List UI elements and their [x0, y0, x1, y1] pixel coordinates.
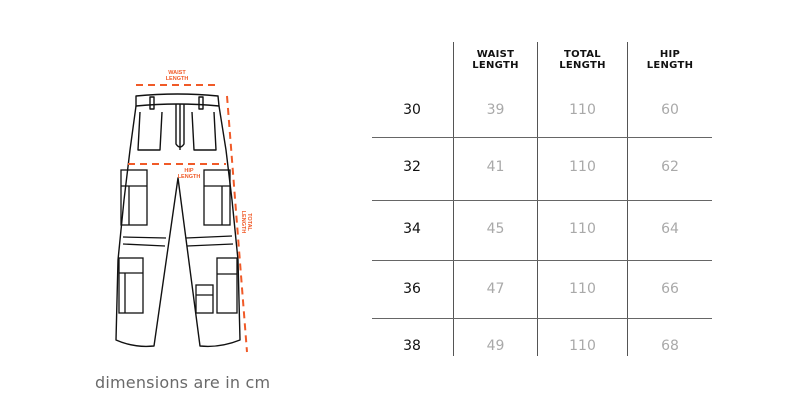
row-divider [372, 318, 712, 319]
table-cell: 68 [661, 338, 679, 354]
table-cell: 110 [569, 102, 596, 118]
table-cell: 110 [569, 281, 596, 297]
size-label: 32 [403, 159, 421, 175]
hip-label: HIP [184, 168, 194, 174]
column-divider [537, 42, 538, 356]
table-cell: 66 [661, 281, 679, 297]
svg-text:LENGTH: LENGTH [240, 211, 246, 234]
total-label: TOTAL [246, 213, 252, 231]
column-divider [453, 42, 454, 356]
svg-text:LENGTH: LENGTH [166, 76, 189, 82]
header-waist-length: WAIST LENGTH [472, 49, 519, 71]
table-cell: 39 [486, 102, 505, 118]
table-cell: 110 [569, 338, 596, 354]
table-cell: 49 [486, 338, 505, 354]
size-label: 34 [403, 221, 421, 237]
cargo-pants-diagram: WAIST LENGTH HIP LENGTH TOTAL LENGTH [0, 0, 360, 420]
pants-outline-icon: WAIST LENGTH HIP LENGTH TOTAL LENGTH [115, 70, 252, 353]
size-label: 38 [403, 338, 421, 354]
header-total-length: TOTAL LENGTH [559, 49, 606, 71]
row-divider [372, 137, 712, 138]
waist-label: WAIST [168, 70, 186, 76]
svg-text:LENGTH: LENGTH [178, 174, 201, 180]
units-note: dimensions are in cm [95, 373, 271, 392]
table-cell: 110 [569, 221, 596, 237]
table-cell: 64 [661, 221, 679, 237]
header-hip-length: HIP LENGTH [646, 49, 694, 71]
column-divider [627, 42, 628, 356]
row-divider [372, 200, 712, 201]
size-chart-table: WAIST LENGTH TOTAL LENGTH HIP LENGTH 30 … [372, 42, 712, 378]
table-cell: 110 [569, 159, 596, 175]
size-label: 36 [403, 281, 421, 297]
table-cell: 62 [661, 159, 679, 175]
row-divider [372, 260, 712, 261]
table-cell: 60 [661, 102, 679, 118]
table-cell: 45 [486, 221, 505, 237]
table-cell: 47 [486, 281, 505, 297]
table-cell: 41 [486, 159, 505, 175]
size-label: 30 [403, 102, 421, 118]
